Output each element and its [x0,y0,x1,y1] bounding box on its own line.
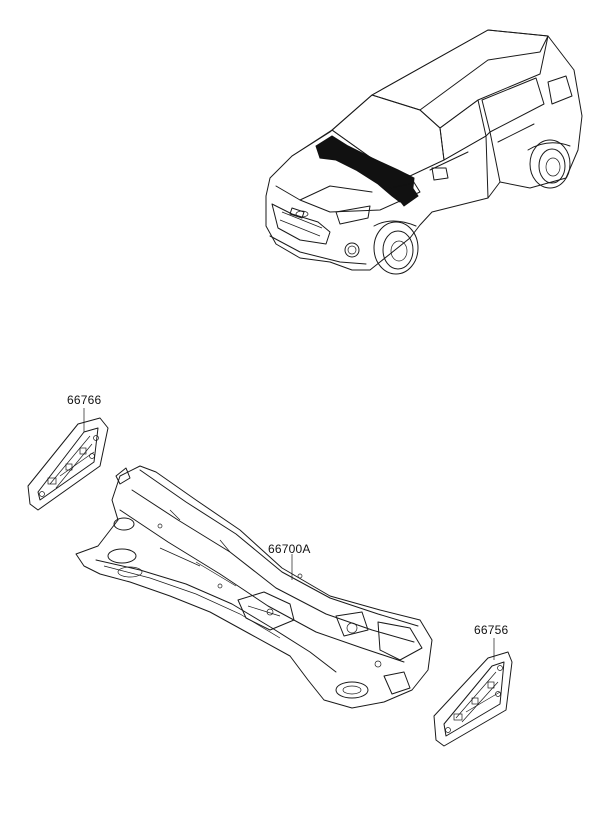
part-number-label-66766: 66766 [67,393,102,407]
part-number-label-66756: 66756 [474,623,509,637]
part-66756-panel [433,638,513,747]
part-66766-panel [27,408,109,511]
vehicle-illustration [265,29,583,275]
part-number-label-66700A: 66700A [268,542,311,556]
part-66700A-cowl [75,465,433,709]
